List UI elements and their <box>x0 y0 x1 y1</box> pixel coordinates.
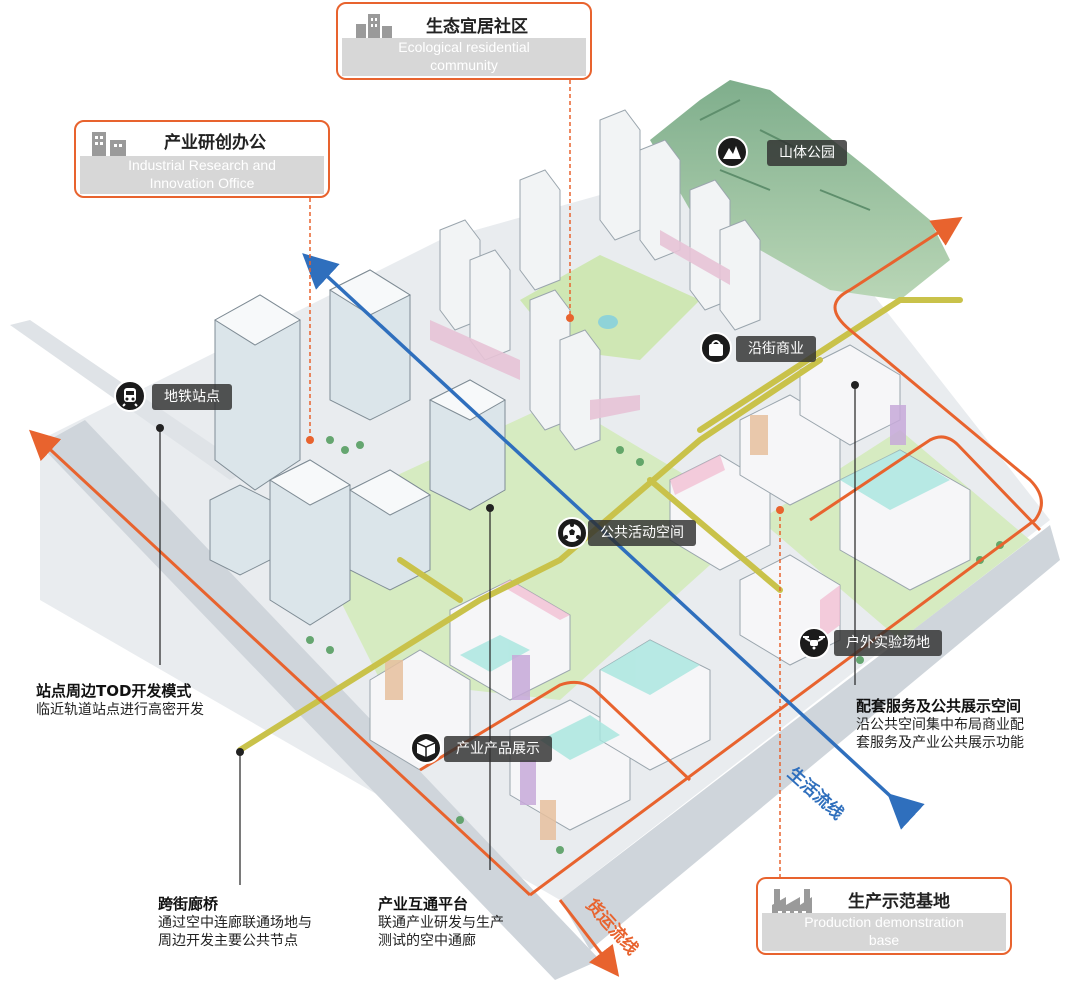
note-title: 站点周边TOD开发模式 <box>36 680 204 701</box>
note-title: 跨街廊桥 <box>158 893 312 914</box>
note-desc-line1: 通过空中连廊联通场地与 <box>158 914 312 932</box>
tag-mountain-park: 山体公园 <box>767 140 847 166</box>
note-title: 配套服务及公共展示空间 <box>856 695 1024 716</box>
callout-subtitle: Ecological residential community <box>342 38 586 76</box>
note-platform: 产业互通平台 联通产业研发与生产 测试的空中通廊 <box>378 893 504 950</box>
tag-outdoor-test: 户外实验场地 <box>834 630 942 656</box>
metro-icon <box>114 380 146 412</box>
tag-street-commerce: 沿街商业 <box>736 336 816 362</box>
note-desc: 临近轨道站点进行高密开发 <box>36 701 204 719</box>
callout-title: 产业研创办公 <box>164 128 266 153</box>
note-tod: 站点周边TOD开发模式 临近轨道站点进行高密开发 <box>36 680 204 719</box>
note-desc-line2: 套服务及产业公共展示功能 <box>856 734 1024 752</box>
note-bridge: 跨街廊桥 通过空中连廊联通场地与 周边开发主要公共节点 <box>158 893 312 950</box>
tag-metro-station: 地铁站点 <box>152 384 232 410</box>
football-icon <box>556 517 588 549</box>
note-desc-line2: 测试的空中通廊 <box>378 932 504 950</box>
callout-production-base: 生产示范基地 Production demonstration base <box>756 877 1012 955</box>
callout-title: 生态宜居社区 <box>426 12 528 37</box>
callout-ecological-residential: 生态宜居社区 Ecological residential community <box>336 2 592 80</box>
callout-title: 生产示范基地 <box>848 887 950 912</box>
note-desc-line1: 沿公共空间集中布局商业配 <box>856 716 1024 734</box>
mountain-icon <box>716 136 748 168</box>
box-icon <box>410 732 442 764</box>
callout-research-office: 产业研创办公 Industrial Research and Innovatio… <box>74 120 330 198</box>
note-title: 产业互通平台 <box>378 893 504 914</box>
note-desc-line2: 周边开发主要公共节点 <box>158 932 312 950</box>
drone-icon <box>798 627 830 659</box>
shop-bag-icon <box>700 332 732 364</box>
callout-subtitle: Production demonstration base <box>762 913 1006 951</box>
note-services: 配套服务及公共展示空间 沿公共空间集中布局商业配 套服务及产业公共展示功能 <box>856 695 1024 752</box>
tag-public-activity: 公共活动空间 <box>588 520 696 546</box>
callout-subtitle: Industrial Research and Innovation Offic… <box>80 156 324 194</box>
note-desc-line1: 联通产业研发与生产 <box>378 914 504 932</box>
tag-product-display: 产业产品展示 <box>444 736 552 762</box>
